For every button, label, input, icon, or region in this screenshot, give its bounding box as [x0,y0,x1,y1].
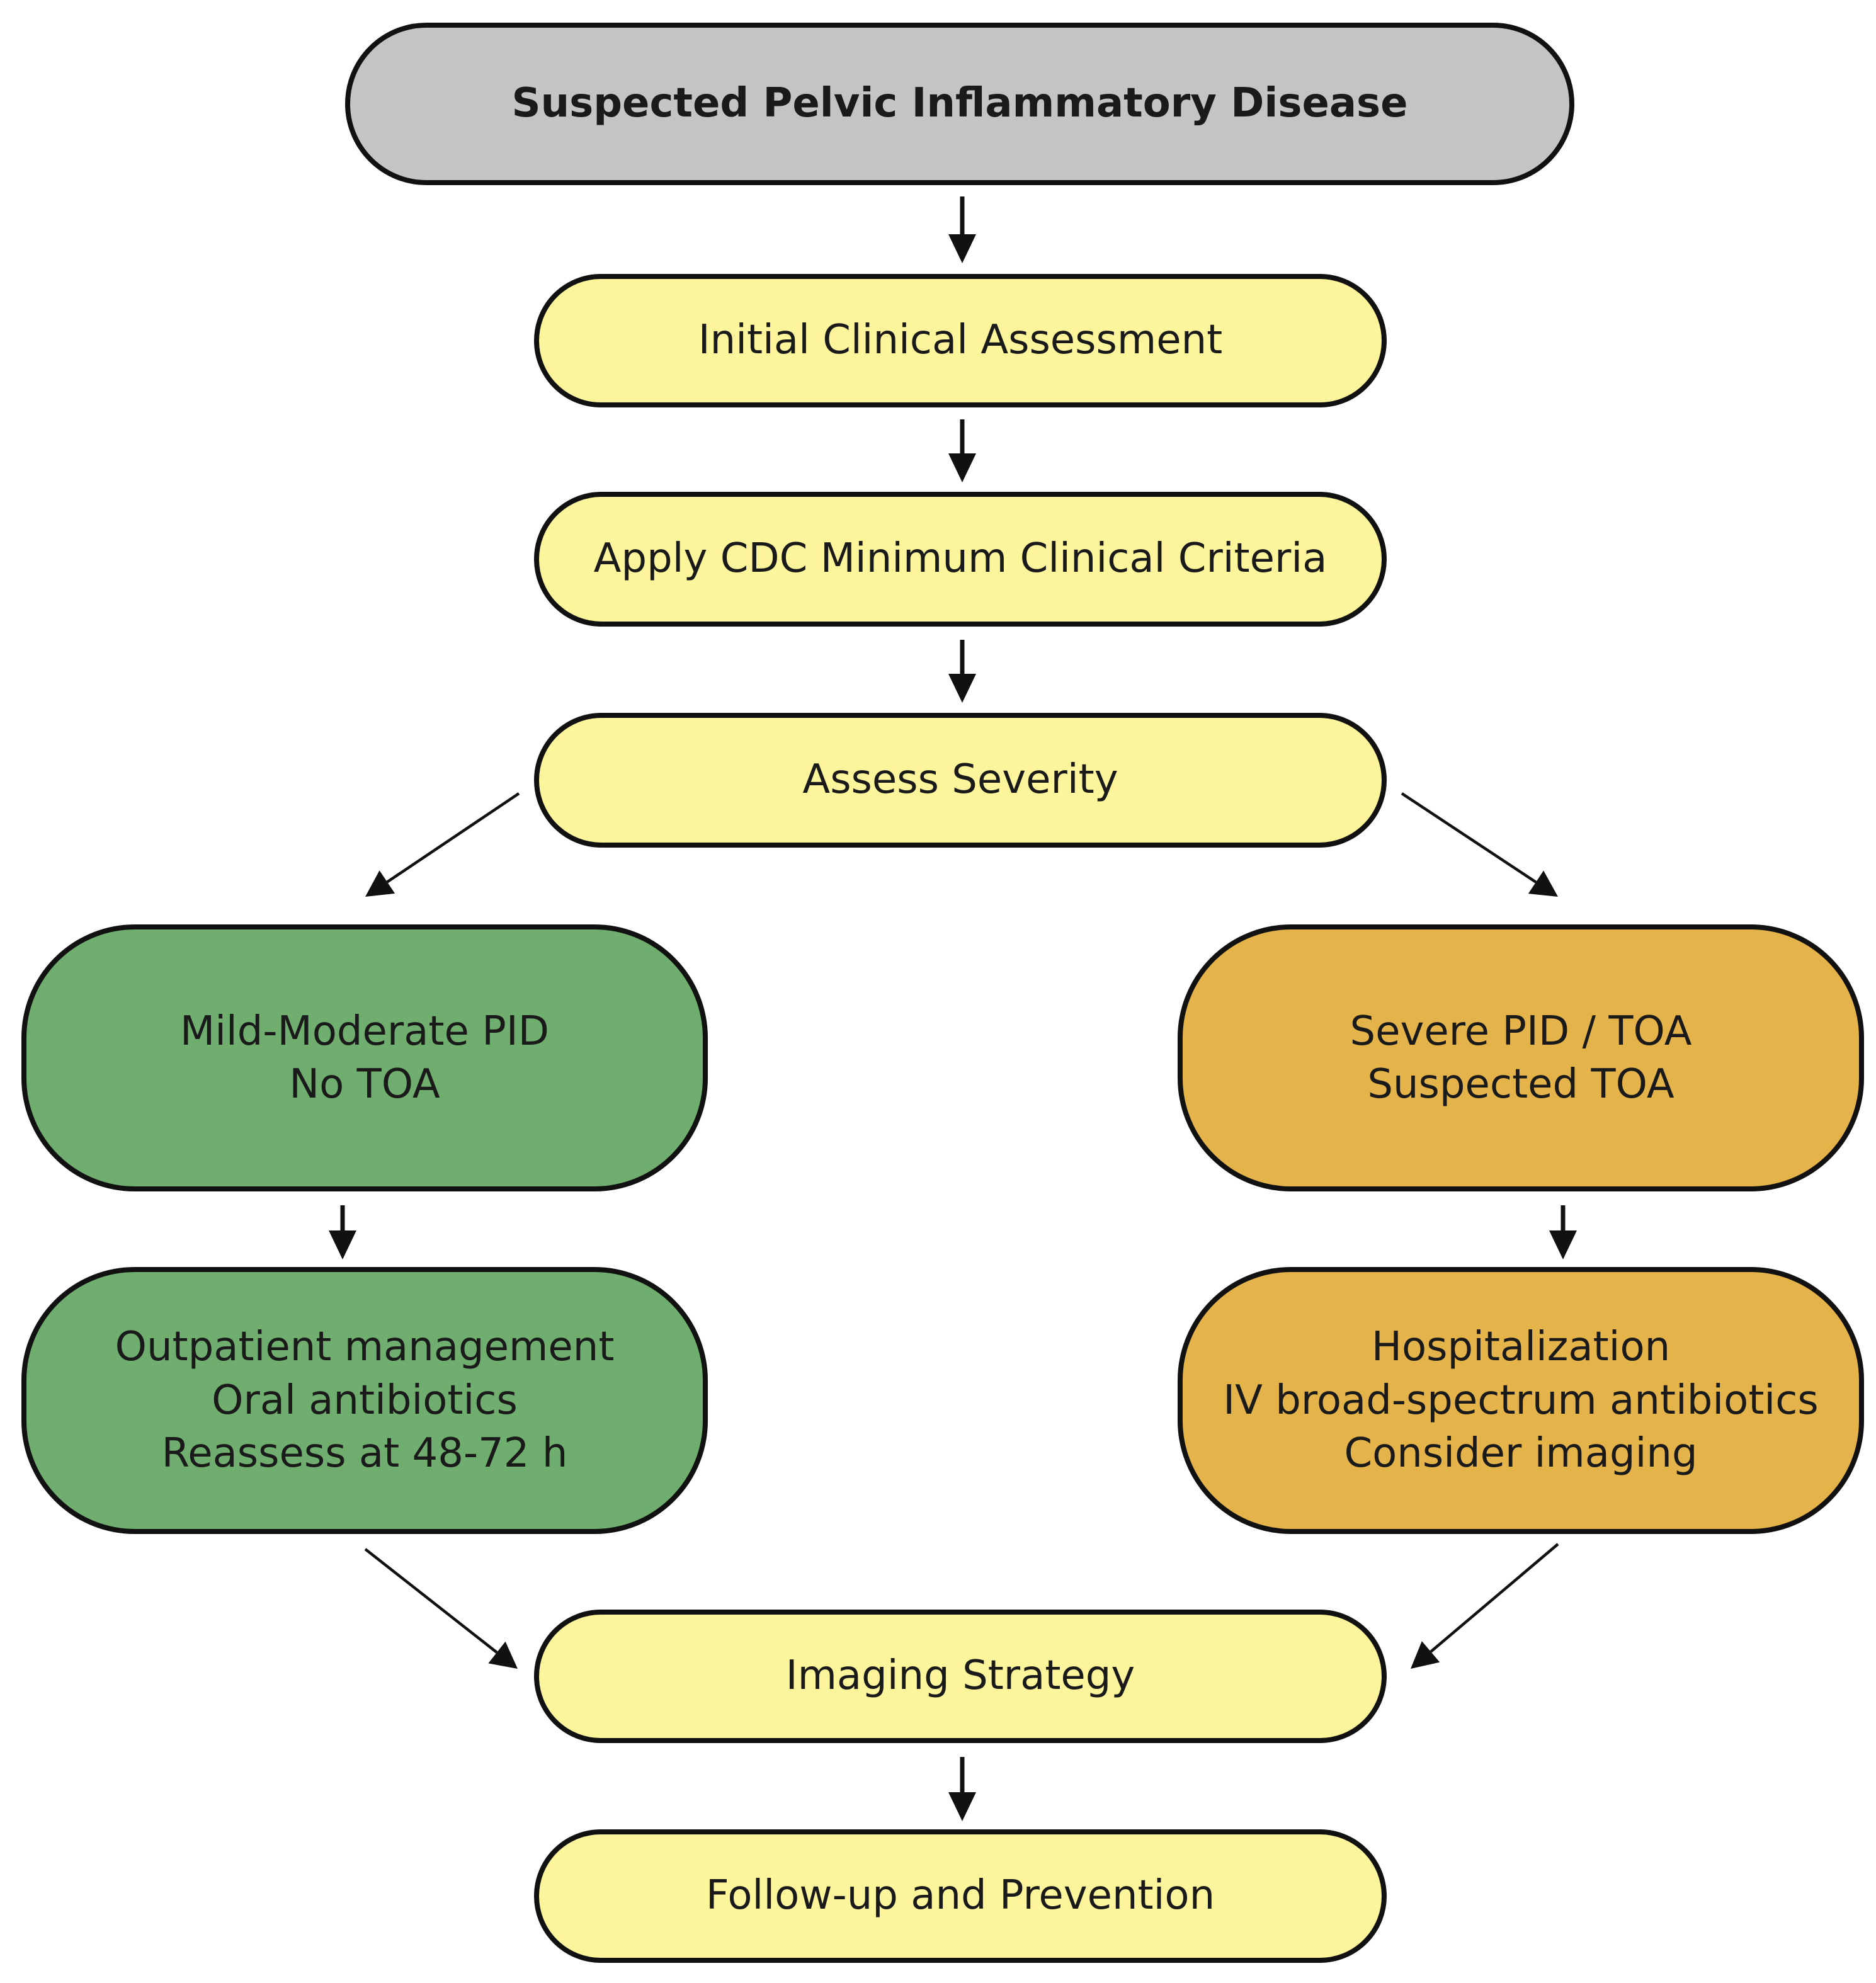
outpatient-line-2: Oral antibiotics [212,1377,518,1424]
hospitalization-line-2: IV broad-spectrum antibiotics [1223,1377,1819,1424]
followup-prevention-label: Follow-up and Prevention [705,1872,1215,1919]
cdc-criteria-node: Apply CDC Minimum Clinical Criteria [534,492,1387,627]
arrowhead-severity-to-severe [1528,870,1558,897]
assess-severity-node: Assess Severity [534,713,1387,848]
cdc-criteria-label: Apply CDC Minimum Clinical Criteria [593,535,1327,582]
start-node-suspected-pid: Suspected Pelvic Inflammatory Disease [345,23,1574,185]
severe-pid-line-1: Severe PID / TOA [1350,1008,1692,1055]
arrowhead-initial-to-cdc [948,453,976,482]
mild-moderate-line-2: No TOA [289,1061,440,1108]
arrowhead-outpatient-to-imaging [488,1641,518,1669]
arrowhead-cdc-to-severity [948,674,976,703]
hospitalization-line-3: Consider imaging [1344,1430,1698,1477]
arrowhead-start-to-initial [948,234,976,263]
hospitalization-node: Hospitalization IV broad-spectrum antibi… [1178,1267,1864,1534]
outpatient-management-node: Outpatient management Oral antibiotics R… [21,1267,708,1534]
mild-moderate-line-1: Mild-Moderate PID [180,1008,549,1055]
severe-pid-node: Severe PID / TOA Suspected TOA [1178,924,1864,1191]
arrowhead-severity-to-mild [365,870,395,897]
imaging-strategy-label: Imaging Strategy [785,1652,1135,1700]
severe-pid-line-2: Suspected TOA [1367,1061,1674,1108]
start-node-label: Suspected Pelvic Inflammatory Disease [511,80,1408,127]
arrow-outpatient-to-imaging [364,1548,498,1654]
arrowhead-mild-to-outpatient [329,1230,356,1259]
hospitalization-line-1: Hospitalization [1371,1324,1671,1371]
arrow-severity-to-mild [386,792,520,884]
followup-prevention-node: Follow-up and Prevention [534,1829,1387,1963]
arrowhead-severe-to-hospital [1549,1230,1577,1259]
mild-moderate-pid-node: Mild-Moderate PID No TOA [21,924,708,1191]
arrowhead-hospital-to-imaging [1411,1641,1440,1669]
assess-severity-label: Assess Severity [802,756,1118,804]
imaging-strategy-node: Imaging Strategy [534,1610,1387,1743]
arrow-hospital-to-imaging [1430,1543,1559,1653]
outpatient-line-1: Outpatient management [115,1324,615,1371]
outpatient-line-3: Reassess at 48-72 h [161,1430,568,1477]
initial-assessment-label: Initial Clinical Assessment [698,317,1223,364]
initial-assessment-node: Initial Clinical Assessment [534,274,1387,407]
arrowhead-imaging-to-followup [948,1792,976,1821]
arrow-severity-to-severe [1401,792,1537,884]
